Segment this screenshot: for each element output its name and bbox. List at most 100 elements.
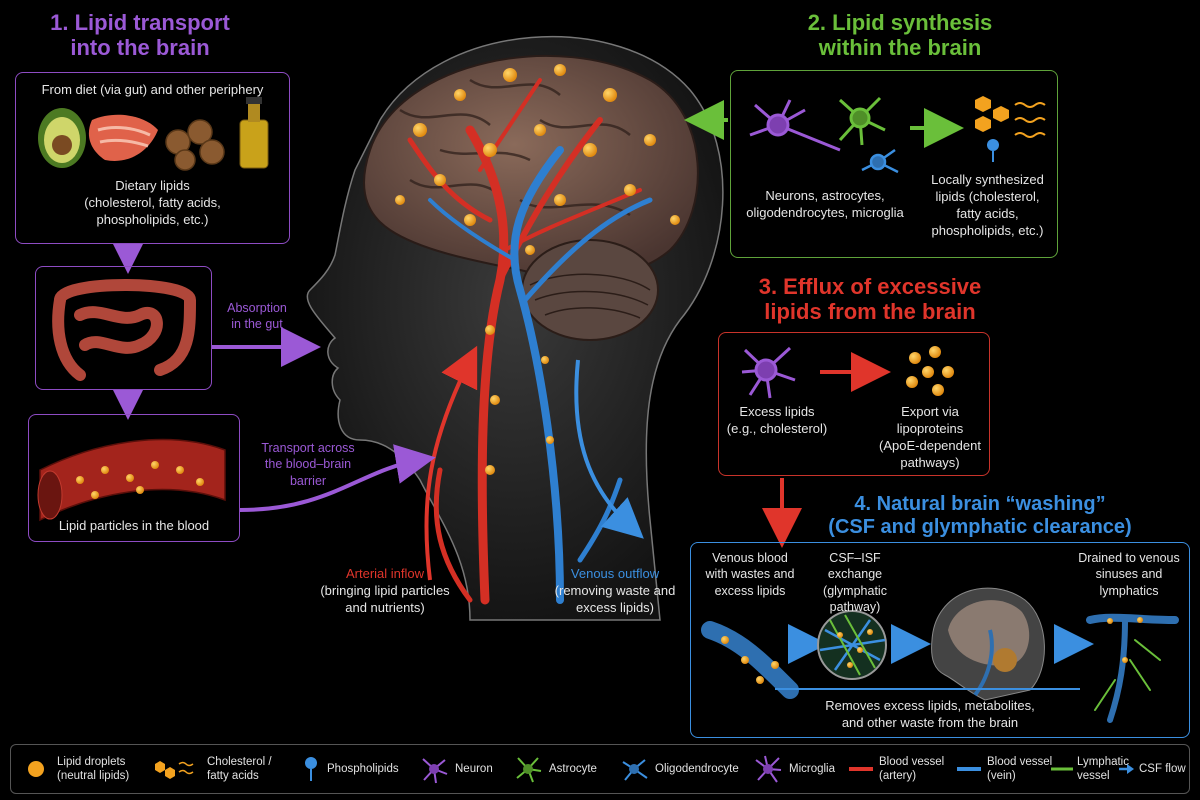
removes-label: Removes excess lipids, metabolites, and … [760,698,1100,732]
legend-label-microglia: Microglia [789,762,836,775]
legend-item-cholesterol: Cholesterol /fatty acids [151,745,272,793]
neuron-icon [422,758,448,784]
legend-item-phospholipids: Phospholipids [303,745,399,793]
legend-label-lipid-droplets: Lipid droplets(neutral lipids) [57,755,130,782]
panel3-microglia-image [741,346,796,399]
lipid-droplet-icon [28,761,44,777]
vein-icon [957,767,981,771]
intestines-image [52,279,197,381]
transport-label: Transport across the blood–brain barrier [248,440,368,489]
venous-blood-label: Venous blood with wastes and excess lipi… [695,550,805,599]
absorption-line2: in the gut [231,317,283,332]
synth-line1: Locally synthesized [931,172,1044,187]
section2-title-line1: 2. Lipid synthesis [807,10,993,35]
transport-line1: Transport across [261,441,355,455]
astrocyte-icon [516,757,542,783]
venous-title: Venous outflow [570,566,660,581]
removes-line1: Removes excess lipids, metabolites, [825,698,1035,713]
avocado-image [38,108,86,168]
blood-panel [28,414,240,542]
legend-item-csf-flow: CSF flow [1119,745,1186,793]
lymphatic-icon [1051,767,1073,771]
brain-lipid-droplets [395,64,680,475]
excess-lipids-label: Excess lipids (e.g., cholesterol) [722,404,832,438]
arterial-inflow-label: Arterial inflow (bringing lipid particle… [300,566,470,617]
dietary-lipids-line2: (cholesterol, fatty acids, [84,194,221,210]
synthesized-lipids-label: Locally synthesized lipids (cholesterol,… [920,172,1055,240]
removes-line2: and other waste from the brain [841,714,1019,730]
venous-outflow-arrow [574,359,644,539]
efflux-panel [718,332,990,476]
export-line2: lipoproteins [896,420,964,436]
panel2-fatty-acid-waves [1014,102,1046,138]
excess-line2: (e.g., cholesterol) [726,420,828,436]
section2-title: 2. Lipid synthesis within the brain [760,10,1040,61]
section1-title-line1: 1. Lipid transport [50,10,230,35]
panel2-astrocyte-image [838,96,886,146]
venous-blood-line2: with wastes and [705,567,795,582]
legend-label-artery: Blood vessel(artery) [879,755,945,782]
cells-line2: oligodendrocytes, microglia [746,204,904,220]
section2-title-line2: within the brain [818,35,982,61]
absorption-line1: Absorption [227,301,287,315]
absorption-label: Absorption in the gut [212,300,302,333]
legend-item-astrocyte: Astrocyte [513,745,597,793]
legend-label-csf-flow: CSF flow [1139,762,1186,775]
excess-line1: Excess lipids [739,404,815,419]
diet-panel [15,72,290,244]
legend-item-neuron: Neuron [419,745,493,793]
walnuts-image [165,119,225,171]
section3-title-line2: lipids from the brain [764,299,976,325]
export-line4: pathways) [900,454,960,470]
csf-flow-icon [1119,764,1134,774]
legend-item-vein: Blood vessel(vein) [957,745,1052,793]
legend-label-vein: Blood vessel(vein) [987,755,1053,782]
arterial-sub-line1: (bringing lipid particles [320,582,450,598]
panel3-lipid-droplets [906,346,954,396]
section4-title-line1: 4. Natural brain “washing” [854,493,1106,515]
legend-label-neuron: Neuron [455,762,493,775]
legend-item-microglia: Microglia [753,745,835,793]
export-label: Export via lipoproteins (ApoE-dependent … [870,404,990,472]
panel2-hexagons-image [975,96,1009,132]
gut-panel [35,266,212,390]
brain-illustration [363,54,699,341]
panel2-oligodendrocyte-image [861,148,899,174]
drained-label: Drained to venous sinuses and lymphatics [1070,550,1188,599]
panel4-drainage-image [1086,613,1179,723]
artery-icon [849,767,873,771]
venous-sub-line1: (removing waste and [554,582,676,598]
section3-title: 3. Efflux of excessive lipids from the b… [730,274,1010,325]
section3-title-line1: 3. Efflux of excessive [758,274,982,299]
legend-label-oligodendrocyte: Oligodendrocyte [655,762,739,775]
dietary-lipids-line3: phospholipids, etc.) [96,211,209,227]
section1-title: 1. Lipid transport into the brain [30,10,250,61]
transport-line3: barrier [289,473,327,488]
synth-line3: fatty acids, [956,205,1019,221]
oligodendrocyte-icon [622,759,648,781]
panel2-phospholipid-image [987,139,999,162]
vein-network [428,146,653,604]
venous-blood-line3: excess lipids [714,583,786,598]
blood-particles-label: Lipid particles in the blood [58,518,210,533]
panel4-vein-image [701,621,799,699]
legend-label-astrocyte: Astrocyte [549,762,597,775]
venous-sub-line2: excess lipids) [575,599,655,615]
cholesterol-icon [155,761,194,779]
phospholipid-icon [305,757,317,781]
dietary-lipids-line1: Dietary lipids [115,178,190,193]
synth-line4: phospholipids, etc.) [931,222,1044,238]
csf-line3: pathway) [829,599,881,614]
section4-title-line2: (CSF and glymphatic clearance) [828,516,1132,538]
washing-panel [690,542,1190,738]
drained-line3: lymphatics [1099,583,1159,598]
legend-item-oligodendrocyte: Oligodendrocyte [619,745,739,793]
panel2-neuron-image [749,99,841,152]
arterial-sub-line2: and nutrients) [345,599,425,615]
transport-line2: the blood–brain [264,457,352,472]
panel4-glymphatic-image [817,610,887,680]
legend-item-lipid-droplets: Lipid droplets(neutral lipids) [25,745,129,793]
